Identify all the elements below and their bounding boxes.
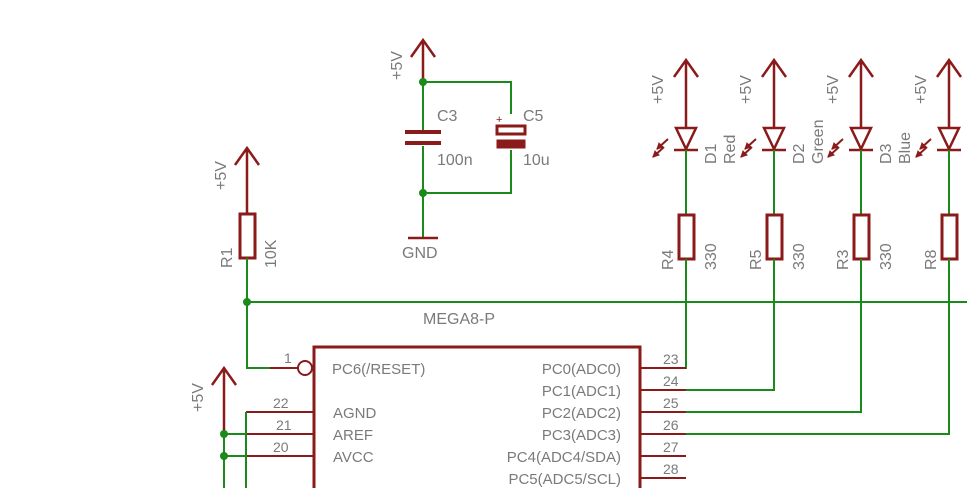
c3-value: 100n bbox=[437, 152, 473, 169]
r1-name: R1 bbox=[219, 247, 236, 268]
led-column-d3: +5V D3 Blue R3 330 bbox=[640, 57, 914, 413]
pin-label: PC0(ADC0) bbox=[542, 361, 621, 378]
pc1-wire bbox=[640, 259, 775, 391]
vcc-label: +5V bbox=[825, 75, 842, 104]
led-icon bbox=[937, 126, 961, 152]
r1-value: 10K bbox=[263, 239, 280, 268]
r1-body bbox=[238, 212, 257, 260]
pin-num: 22 bbox=[273, 395, 289, 411]
r5-body bbox=[765, 213, 784, 261]
pin-num: 1 bbox=[284, 350, 292, 366]
pc2-wire bbox=[640, 259, 862, 413]
led-column-d4: +5V R8 330 bbox=[640, 57, 967, 435]
mcu-name: MEGA8-P bbox=[423, 311, 495, 328]
r4-body bbox=[677, 213, 696, 261]
vcc-label: +5V bbox=[738, 75, 755, 104]
r8-body bbox=[940, 213, 959, 261]
r4-value: 330 bbox=[703, 243, 720, 270]
vcc-label: +5V bbox=[190, 383, 207, 412]
mcu-body bbox=[312, 345, 642, 488]
pin-num: 24 bbox=[663, 373, 679, 389]
pin-label: PC3(ADC3) bbox=[542, 427, 621, 444]
led-icon bbox=[674, 126, 698, 152]
c5-value: 10u bbox=[523, 152, 550, 169]
led-icon bbox=[849, 126, 873, 152]
pin-label: AVCC bbox=[333, 449, 374, 466]
pin-num: 20 bbox=[273, 439, 289, 455]
vcc-arrow-icon bbox=[935, 57, 963, 128]
pin-label: PC2(ADC2) bbox=[542, 405, 621, 422]
vcc-arrow-icon bbox=[672, 57, 700, 128]
c5-plate-top bbox=[495, 124, 527, 136]
vcc-label: +5V bbox=[389, 51, 406, 80]
r3-body bbox=[852, 213, 871, 261]
junction-dot bbox=[419, 78, 427, 86]
led-column-d2: +5V D2 Green R5 330 bbox=[640, 57, 827, 391]
c5-plate-bottom bbox=[496, 139, 526, 149]
d1-name: D1 bbox=[703, 143, 720, 164]
mcu: MEGA8-P 1 PC6(/RESET) 22 21 20 AGND AREF… bbox=[190, 311, 686, 488]
pin-num: 23 bbox=[663, 351, 679, 367]
pc3-wire bbox=[640, 259, 950, 435]
r5-name: R5 bbox=[748, 249, 765, 270]
c3-name: C3 bbox=[437, 108, 458, 125]
gnd-label: GND bbox=[402, 245, 438, 262]
pin-num: 25 bbox=[663, 395, 679, 411]
r4-name: R4 bbox=[660, 249, 677, 270]
r8-name: R8 bbox=[923, 249, 940, 270]
d1-color: Red bbox=[722, 135, 739, 164]
light-arrow-head-icon bbox=[827, 142, 839, 158]
d3-name: D3 bbox=[878, 143, 895, 164]
vcc-label: +5V bbox=[650, 75, 667, 104]
c5-name: C5 bbox=[523, 108, 544, 125]
pin-label: PC5(ADC5/SCL) bbox=[508, 471, 621, 488]
pin-label: PC1(ADC1) bbox=[542, 383, 621, 400]
junction-dot bbox=[220, 430, 228, 438]
vcc-arrow-icon bbox=[210, 365, 238, 434]
pin-label: PC4(ADC4/SDA) bbox=[507, 449, 621, 466]
d2-color: Green bbox=[810, 120, 827, 164]
junction-dot bbox=[243, 298, 251, 306]
vcc-label: +5V bbox=[213, 161, 230, 190]
light-arrow-head-icon bbox=[652, 142, 664, 158]
pin-label: PC6(/RESET) bbox=[332, 361, 425, 378]
light-arrow-head-icon bbox=[915, 142, 927, 158]
vcc-label: +5V bbox=[913, 75, 930, 104]
r3-value: 330 bbox=[878, 243, 895, 270]
junction-dot bbox=[220, 452, 228, 460]
pin-label: AREF bbox=[333, 427, 373, 444]
led-icon bbox=[762, 126, 786, 152]
avcc-wire bbox=[223, 412, 247, 488]
d3-color: Blue bbox=[897, 132, 914, 164]
pin-label: AGND bbox=[333, 405, 377, 422]
vcc-arrow-icon bbox=[409, 37, 437, 82]
reset-bubble-icon bbox=[297, 360, 313, 376]
r3-name: R3 bbox=[835, 249, 852, 270]
r5-value: 330 bbox=[791, 243, 808, 270]
cap-wires bbox=[422, 81, 512, 238]
vcc-arrow-icon bbox=[847, 57, 875, 128]
vcc-arrow-icon bbox=[233, 145, 261, 214]
light-arrow-head-icon bbox=[740, 142, 752, 158]
d2-name: D2 bbox=[791, 143, 808, 164]
led-column-d1: +5V D1 Red R4 330 bbox=[640, 57, 739, 369]
reset-section: +5V R1 10K bbox=[213, 145, 967, 369]
cap-section: +5V C3 100n + C5 10u GND bbox=[389, 37, 550, 262]
pin-num: 27 bbox=[663, 439, 679, 455]
c5-polarity: + bbox=[496, 114, 502, 126]
pin-num: 28 bbox=[663, 461, 679, 477]
pin-num: 26 bbox=[663, 417, 679, 433]
pin-num: 21 bbox=[276, 417, 292, 433]
reset-wire bbox=[246, 258, 967, 369]
vcc-arrow-icon bbox=[760, 57, 788, 128]
junction-dot bbox=[419, 189, 427, 197]
